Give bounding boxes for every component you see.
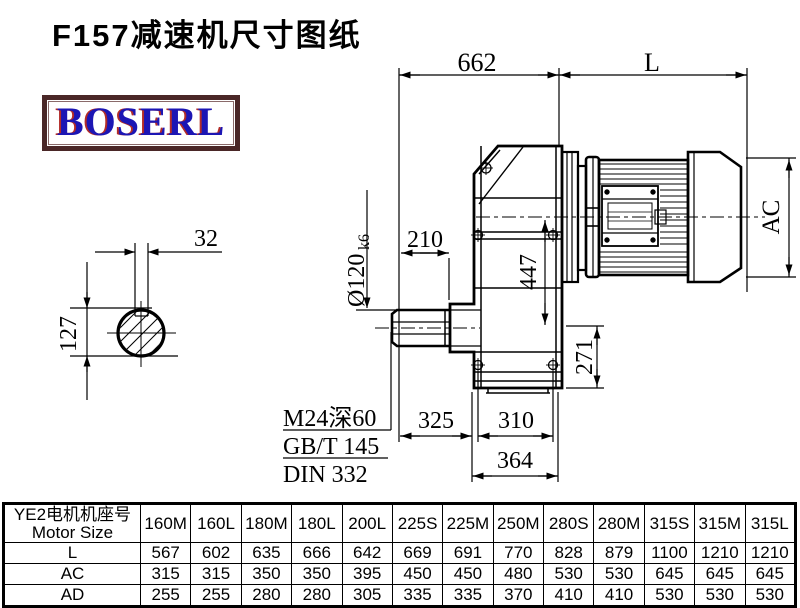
dim-662: 662 — [458, 48, 497, 77]
dim-210: 210 — [407, 227, 443, 253]
table-cell: 305 — [341, 584, 393, 607]
table-cell: 645 — [694, 563, 746, 585]
note-tap: M24深60 — [283, 405, 376, 432]
table-cell: 669 — [391, 542, 444, 564]
table-header-label-en: Motor Size — [31, 522, 114, 542]
dim-shaft-dia-tol: k6 — [356, 234, 373, 250]
row-label-L: L — [3, 542, 141, 564]
table-cell: 480 — [492, 563, 545, 585]
column-header-280M: 280M — [593, 503, 645, 543]
table-cell: 567 — [139, 542, 192, 564]
dim-key-width: 32 — [194, 226, 218, 252]
table-cell: 530 — [643, 584, 696, 607]
table-cell: 280 — [291, 584, 343, 607]
table-cell: 450 — [391, 563, 444, 585]
note-gbt: GB/T 145 — [283, 434, 379, 460]
table-cell: 645 — [643, 563, 696, 585]
table-cell: 879 — [593, 542, 645, 564]
column-header-160L: 160L — [190, 503, 242, 543]
table-cell: 770 — [492, 542, 545, 564]
column-header-225S: 225S — [391, 503, 444, 543]
note-din: DIN 332 — [283, 462, 368, 488]
page-title: F157减速机尺寸图纸 — [52, 18, 362, 53]
table-cell: 691 — [442, 542, 494, 564]
technical-drawing-svg: 32 127 — [56, 48, 796, 488]
table-cell: 350 — [240, 563, 293, 585]
table-cell: 635 — [240, 542, 293, 564]
shaft-section-view — [70, 243, 222, 400]
table-cell: 1210 — [694, 542, 746, 564]
column-header-200L: 200L — [341, 503, 393, 543]
row-label-AC: AC — [3, 563, 141, 585]
motor-drawing — [476, 150, 765, 284]
table-cell: 335 — [442, 584, 494, 607]
table-cell: 350 — [291, 563, 343, 585]
column-header-160M: 160M — [139, 503, 192, 543]
table-cell: 602 — [190, 542, 242, 564]
table-cell: 255 — [139, 584, 192, 607]
table-cell: 315 — [139, 563, 192, 585]
table-cell: 642 — [341, 542, 393, 564]
table-cell: 255 — [190, 584, 242, 607]
table-cell: 530 — [542, 563, 595, 585]
table-cell: 645 — [744, 563, 796, 585]
table-cell: 395 — [341, 563, 393, 585]
column-header-315M: 315M — [694, 503, 746, 543]
boserl-logo: BOSERL — [42, 95, 241, 151]
bolt-icon — [471, 161, 560, 372]
dimension-lines — [283, 68, 796, 482]
table-cell: 280 — [240, 584, 293, 607]
column-header-180M: 180M — [240, 503, 293, 543]
dim-364: 364 — [497, 448, 533, 474]
dim-L: L — [644, 48, 660, 77]
output-shaft — [390, 308, 450, 348]
table-header-label-cn: YE2电机机座号 — [13, 504, 132, 524]
gearbox-drawing — [375, 144, 564, 394]
column-header-315S: 315S — [643, 503, 696, 543]
table-cell: 410 — [542, 584, 595, 607]
table-cell: 666 — [291, 542, 343, 564]
column-header-315L: 315L — [744, 503, 796, 543]
table-cell: 530 — [593, 563, 645, 585]
dim-271: 271 — [572, 339, 598, 375]
column-header-225M: 225M — [442, 503, 494, 543]
table-cell: 828 — [542, 542, 595, 564]
column-header-280S: 280S — [542, 503, 595, 543]
dim-447: 447 — [516, 254, 542, 290]
table-cell: 315 — [190, 563, 242, 585]
table-cell: 370 — [492, 584, 545, 607]
table-cell: 1210 — [744, 542, 796, 564]
table-cell: 450 — [442, 563, 494, 585]
dim-key-height: 127 — [56, 316, 82, 352]
table-cell: 530 — [694, 584, 746, 607]
table-cell: 410 — [593, 584, 645, 607]
table-cell: 335 — [391, 584, 444, 607]
column-header-180L: 180L — [291, 503, 343, 543]
column-header-250M: 250M — [492, 503, 545, 543]
table-cell: 530 — [744, 584, 796, 607]
dim-310: 310 — [498, 408, 534, 434]
table-cell: 1100 — [643, 542, 696, 564]
dim-325: 325 — [418, 408, 454, 434]
dim-shaft-dia: Ø120 — [344, 254, 370, 307]
row-label-AD: AD — [3, 584, 141, 607]
boserl-logo-text: BOSERL — [57, 99, 226, 144]
